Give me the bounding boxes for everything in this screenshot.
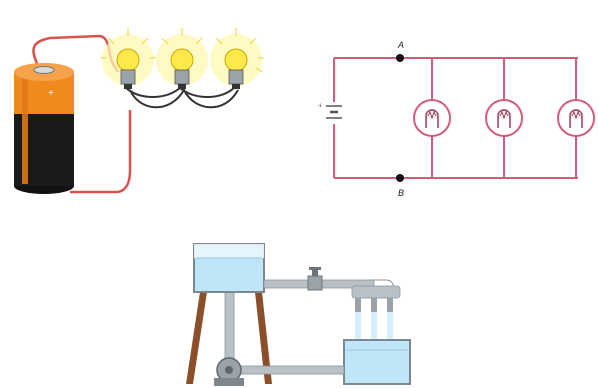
water-streams xyxy=(355,312,393,356)
pump-icon xyxy=(214,357,244,386)
node-b-dot xyxy=(396,174,404,182)
light-bulb-icon xyxy=(170,48,194,89)
resistor-lamp-icon xyxy=(557,99,595,137)
resistor-lamp-icon xyxy=(485,99,523,137)
svg-text:+: + xyxy=(48,88,54,99)
tank-stand xyxy=(186,292,272,384)
black-wire-upper xyxy=(125,86,235,98)
collection-tank xyxy=(343,339,411,385)
node-a-dot xyxy=(396,54,404,62)
node-a-label: A xyxy=(397,40,404,50)
red-wire-bottom xyxy=(70,110,132,194)
valve-icon xyxy=(307,267,323,291)
resistor-lamp-icon xyxy=(413,99,451,137)
bulb-rays xyxy=(100,28,264,73)
water-analogy xyxy=(186,243,411,386)
battery-symbol-icon: + xyxy=(318,101,342,119)
light-bulb-icon xyxy=(224,48,248,89)
light-bulb-icon xyxy=(116,48,140,89)
down-pipe xyxy=(224,291,235,363)
node-b-label: B xyxy=(398,188,404,198)
black-wire-lower xyxy=(129,87,239,109)
return-pipe xyxy=(233,365,345,375)
parallel-schematic xyxy=(333,57,578,179)
water-tank-icon xyxy=(193,243,265,293)
battery-icon: + xyxy=(14,63,74,194)
svg-text:+: + xyxy=(318,101,323,110)
sprinkler-nozzles xyxy=(351,285,401,312)
pictorial-circuit: + xyxy=(14,28,264,194)
